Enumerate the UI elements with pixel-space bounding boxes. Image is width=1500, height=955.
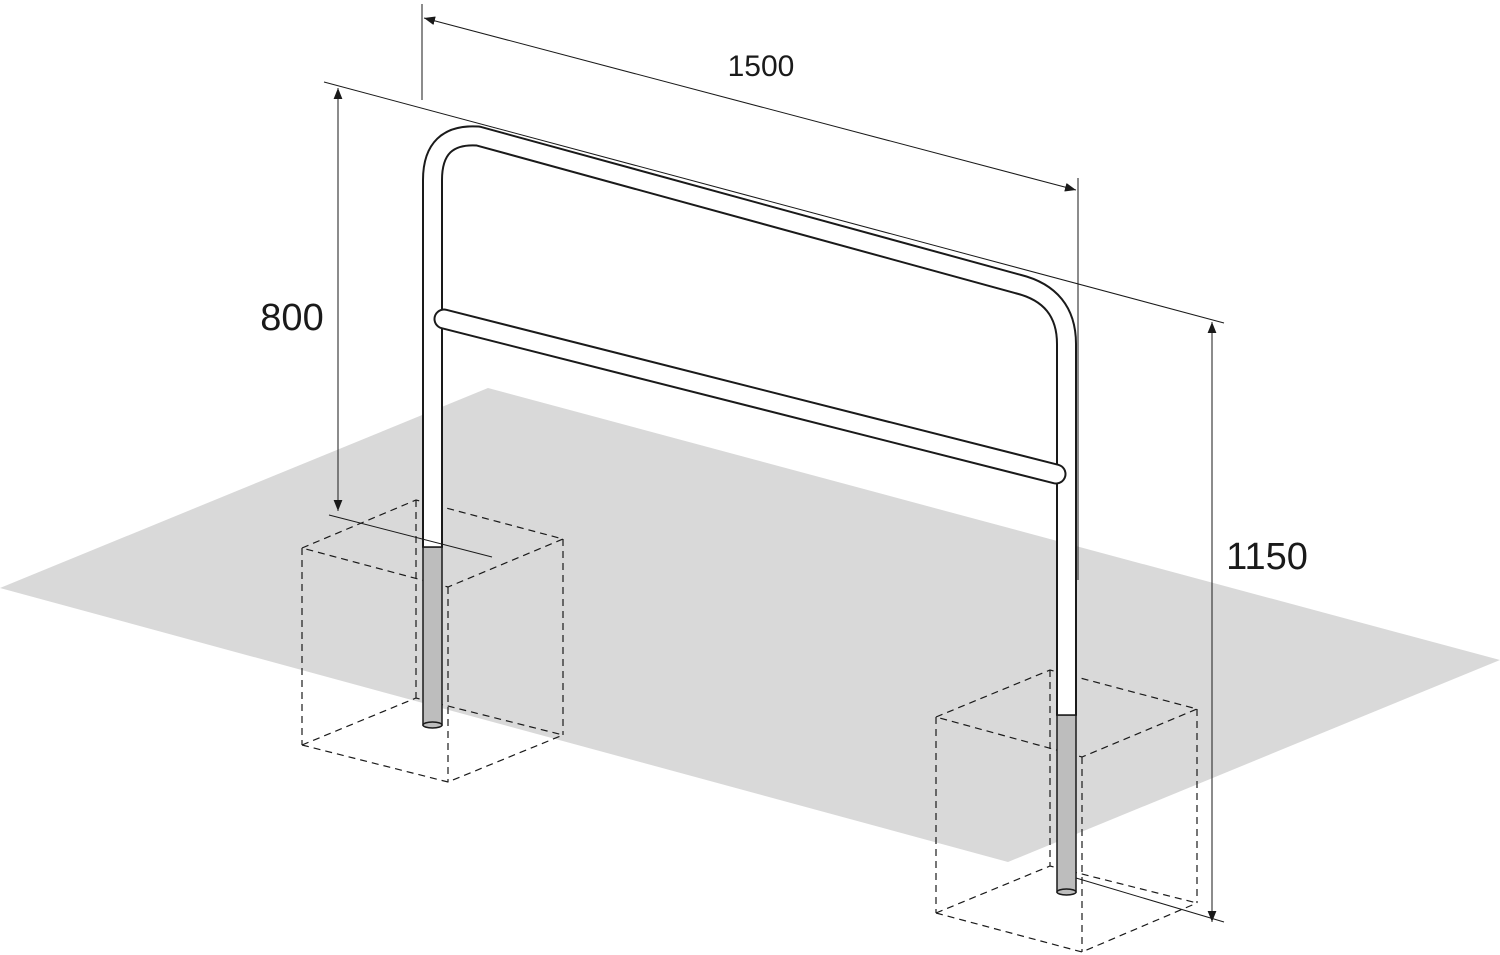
right-embedded-post bbox=[1056, 714, 1077, 896]
dimension-lines bbox=[323, 4, 1225, 923]
total-height-label: 1150 bbox=[1226, 536, 1308, 578]
height-above-ground-label: 800 bbox=[260, 297, 323, 339]
width-label: 1500 bbox=[728, 50, 795, 83]
left-embedded-post bbox=[422, 546, 443, 729]
left-foundation-block bbox=[300, 499, 565, 783]
right-foundation-block bbox=[934, 669, 1199, 953]
ground-plane bbox=[0, 388, 1500, 862]
cross-bar bbox=[433, 308, 1067, 485]
width-dimension-line bbox=[423, 16, 1077, 192]
